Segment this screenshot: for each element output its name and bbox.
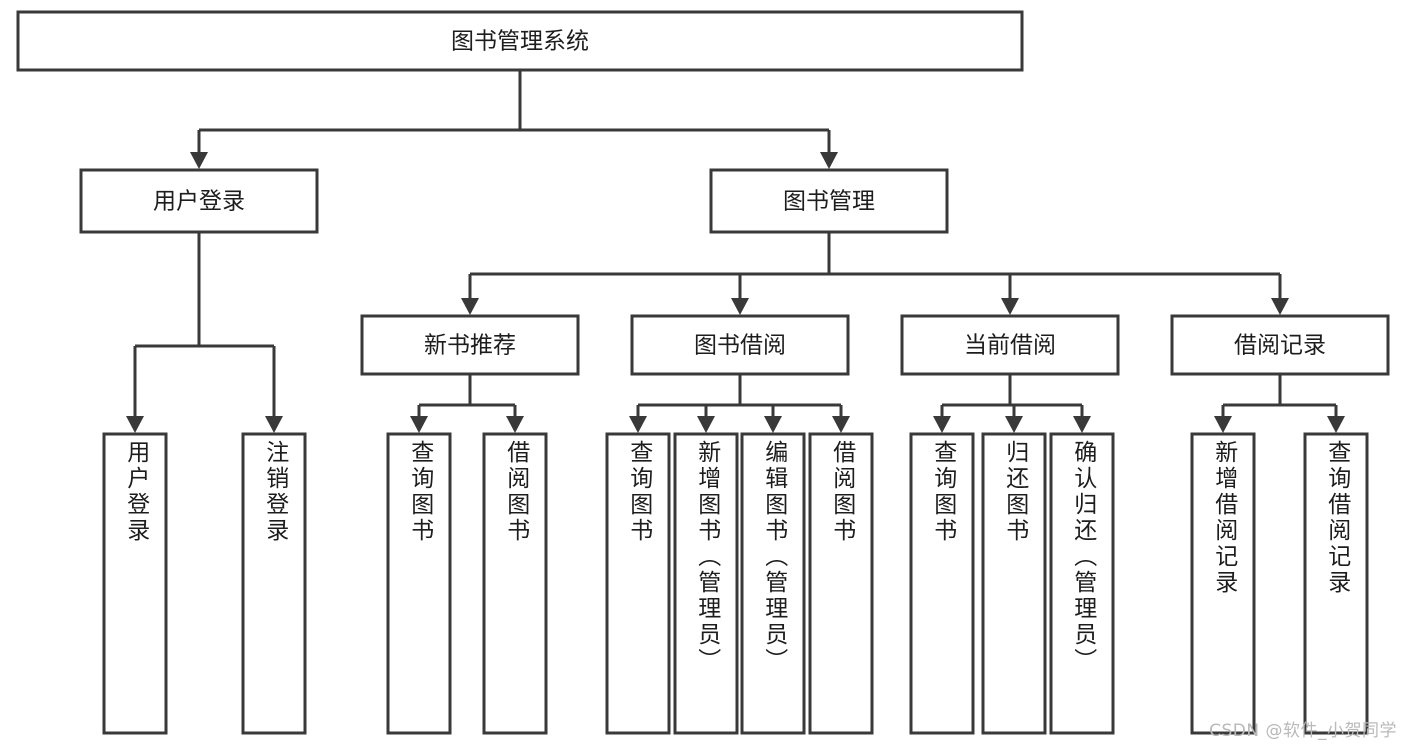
arrow-head-icon <box>1271 298 1289 315</box>
node-box-leaf-add-book[interactable] <box>673 432 739 735</box>
node-box-leaf-user-logout[interactable] <box>241 432 307 735</box>
node-box-leaf-query-record[interactable] <box>1303 432 1369 735</box>
node-box-leaf-borrow-book-2[interactable] <box>808 432 874 735</box>
arrow-head-icon <box>1327 416 1345 433</box>
arrow-head-icon <box>731 298 749 315</box>
node-box-leaf-user-login[interactable] <box>102 432 168 735</box>
node-label-root: 图书管理系统 <box>451 29 589 55</box>
arrow-head-icon <box>410 416 428 433</box>
arrow-head-icon <box>832 416 850 433</box>
arrow-head-icon <box>764 416 782 433</box>
arrow-head-icon <box>190 152 208 169</box>
node-box-borrow-record[interactable] <box>1170 314 1390 376</box>
arrow-head-icon <box>629 416 647 433</box>
arrow-head-icon <box>1214 416 1232 433</box>
node-box-leaf-edit-book[interactable] <box>740 432 806 735</box>
arrow-head-icon <box>820 152 838 169</box>
node-label-new-book-rec: 新书推荐 <box>424 333 516 359</box>
node-label-borrow-record: 借阅记录 <box>1234 333 1326 359</box>
node-box-leaf-return-book[interactable] <box>981 432 1047 735</box>
node-label-user-login: 用户登录 <box>153 189 245 215</box>
node-box-leaf-query-book-2[interactable] <box>605 432 671 735</box>
node-box-leaf-borrow-book-1[interactable] <box>482 432 548 735</box>
node-box-leaf-query-book-3[interactable] <box>909 432 975 735</box>
arrow-head-icon <box>933 416 951 433</box>
arrow-head-icon <box>697 416 715 433</box>
node-label-book-manage: 图书管理 <box>783 189 875 215</box>
node-box-new-book-rec[interactable] <box>360 314 580 376</box>
node-box-book-borrow[interactable] <box>630 314 850 376</box>
arrow-head-icon <box>1073 416 1091 433</box>
node-box-layer <box>16 10 1390 735</box>
node-label-book-borrow: 图书借阅 <box>694 333 786 359</box>
node-box-leaf-query-book-1[interactable] <box>386 432 452 735</box>
node-box-leaf-add-record[interactable] <box>1190 432 1256 735</box>
arrow-head-icon <box>1005 416 1023 433</box>
arrow-head-icon <box>265 416 283 433</box>
node-box-current-borrow[interactable] <box>900 314 1120 376</box>
arrow-head-icon <box>126 416 144 433</box>
node-label-current-borrow: 当前借阅 <box>964 333 1056 359</box>
arrow-head-icon <box>461 298 479 315</box>
arrow-head-icon <box>506 416 524 433</box>
node-box-leaf-confirm-return[interactable] <box>1049 432 1115 735</box>
node-box-book-manage[interactable] <box>709 168 949 234</box>
watermark-text: CSDN @软件_小贺同学 <box>1209 721 1397 741</box>
node-box-user-login[interactable] <box>79 168 319 234</box>
connector-layer <box>126 70 1345 433</box>
arrow-head-icon <box>1001 298 1019 315</box>
node-box-root[interactable] <box>16 10 1024 72</box>
